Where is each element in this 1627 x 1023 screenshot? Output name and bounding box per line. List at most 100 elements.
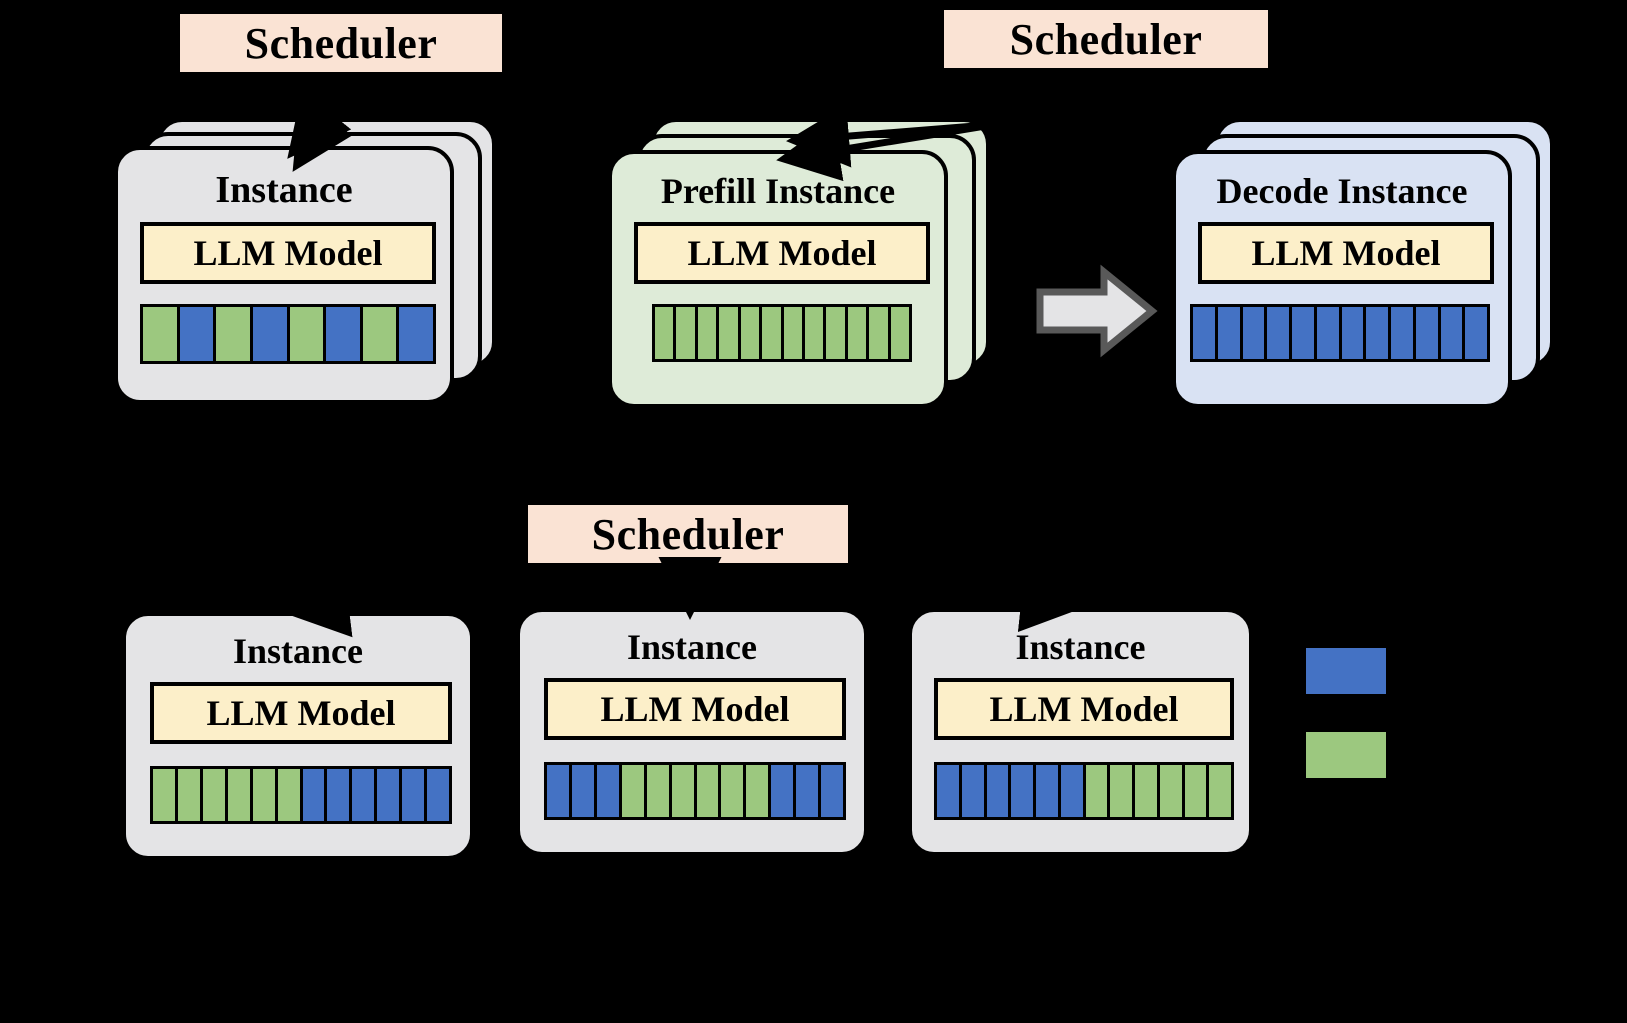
decode-llm-model-label: LLM Model	[1251, 233, 1441, 273]
token-block	[696, 765, 719, 817]
token-block	[547, 765, 569, 817]
token-block	[646, 765, 669, 817]
token-block	[1366, 307, 1388, 359]
token-block	[377, 769, 400, 821]
llm-model-box: LLM Model	[140, 222, 436, 284]
chunked-card-3[interactable]: Instance LLM Model	[908, 608, 1253, 856]
token-block	[671, 765, 694, 817]
legend-decode-swatch	[1304, 646, 1388, 696]
token-block	[302, 769, 325, 821]
token-block	[143, 307, 177, 361]
token-block	[826, 307, 845, 359]
decode-llm-model-box: LLM Model	[1198, 222, 1494, 284]
token-block	[869, 307, 888, 359]
scheduler-to-chunked-arrows	[286, 557, 1084, 638]
instance-card-front[interactable]: Instance LLM Model	[114, 146, 454, 404]
chunked-llm-model-box-1: LLM Model	[150, 682, 452, 744]
token-block	[746, 765, 769, 817]
token-block	[796, 765, 819, 817]
token-block	[762, 307, 781, 359]
llm-model-label: LLM Model	[193, 233, 383, 273]
token-block	[571, 765, 594, 817]
token-block	[676, 307, 695, 359]
prefill-card-front[interactable]: Prefill Instance LLM Model	[608, 150, 948, 408]
token-block	[177, 769, 200, 821]
token-block	[719, 307, 738, 359]
chunked-card-1[interactable]: Instance LLM Model	[122, 612, 474, 860]
token-block-row-chunked-1	[150, 766, 452, 824]
decode-instance-title: Decode Instance	[1216, 171, 1468, 211]
token-block	[1465, 307, 1487, 359]
token-block	[179, 307, 214, 361]
token-block	[1036, 765, 1058, 817]
token-block	[252, 769, 275, 821]
token-block	[740, 307, 760, 359]
token-block	[252, 307, 287, 361]
token-block	[783, 307, 802, 359]
token-block	[1391, 307, 1413, 359]
chunked-instance-title-2: Instance	[626, 627, 757, 667]
instance-chunked-3: Instance LLM Model	[908, 608, 1268, 858]
token-block	[655, 307, 674, 359]
token-block	[621, 765, 644, 817]
token-block	[1209, 765, 1231, 817]
token-block	[986, 765, 1009, 817]
scheduler-top-right: Scheduler	[944, 10, 1268, 68]
chunked-card-2[interactable]: Instance LLM Model	[516, 608, 868, 856]
scheduler-bottom: Scheduler	[528, 505, 848, 563]
chunked-instance-title-1: Instance	[232, 631, 363, 671]
scheduler-top-left: Scheduler	[180, 14, 502, 72]
token-block	[1440, 307, 1463, 359]
token-block-row-colocated	[140, 304, 436, 364]
instance-stack-decode: Decode Instance LLM Model	[1172, 118, 1592, 408]
token-block	[1193, 307, 1215, 359]
chunked-llm-model-label-1: LLM Model	[206, 693, 396, 733]
token-block	[1085, 765, 1108, 817]
token-block	[1242, 307, 1265, 359]
token-block	[1341, 307, 1364, 359]
scheduler-top-right-label: Scheduler	[1009, 14, 1203, 64]
instance-stack-prefill: Prefill Instance LLM Model	[608, 118, 1008, 408]
token-block	[721, 765, 744, 817]
token-block	[1415, 307, 1438, 359]
token-block	[1060, 765, 1083, 817]
chunked-llm-model-box-3: LLM Model	[934, 678, 1234, 740]
token-block	[153, 769, 175, 821]
token-block	[1184, 765, 1207, 817]
token-block-row-chunked-2	[544, 762, 846, 820]
token-block	[1267, 307, 1289, 359]
chunked-llm-model-label-2: LLM Model	[600, 689, 790, 729]
token-block	[1159, 765, 1182, 817]
token-block	[596, 765, 619, 817]
token-block	[1135, 765, 1157, 817]
token-block	[937, 765, 959, 817]
token-block	[352, 769, 375, 821]
token-block	[362, 307, 397, 361]
token-block	[326, 307, 360, 361]
token-block	[1217, 307, 1240, 359]
instance-chunked-1: Instance LLM Model	[122, 612, 482, 862]
scheduler-top-left-label: Scheduler	[244, 18, 438, 68]
token-block-row-chunked-3	[934, 762, 1234, 820]
token-block	[771, 765, 794, 817]
token-block	[1011, 765, 1033, 817]
token-block	[202, 769, 225, 821]
prefill-instance-title: Prefill Instance	[660, 171, 896, 211]
token-block	[1110, 765, 1132, 817]
token-block	[890, 307, 910, 359]
chunked-llm-model-label-3: LLM Model	[989, 689, 1179, 729]
instance-chunked-2: Instance LLM Model	[516, 608, 876, 858]
token-block-row-decode	[1190, 304, 1490, 362]
token-block	[847, 307, 867, 359]
instance-stack-colocated: Instance LLM Model	[114, 118, 514, 408]
token-block	[804, 307, 824, 359]
token-block	[289, 307, 324, 361]
instance-title: Instance	[215, 169, 353, 211]
token-block	[402, 769, 425, 821]
decode-card-front[interactable]: Decode Instance LLM Model	[1172, 150, 1512, 408]
token-block	[327, 769, 350, 821]
token-block	[697, 307, 717, 359]
token-block	[1316, 307, 1339, 359]
scheduler-bottom-label: Scheduler	[591, 509, 785, 559]
